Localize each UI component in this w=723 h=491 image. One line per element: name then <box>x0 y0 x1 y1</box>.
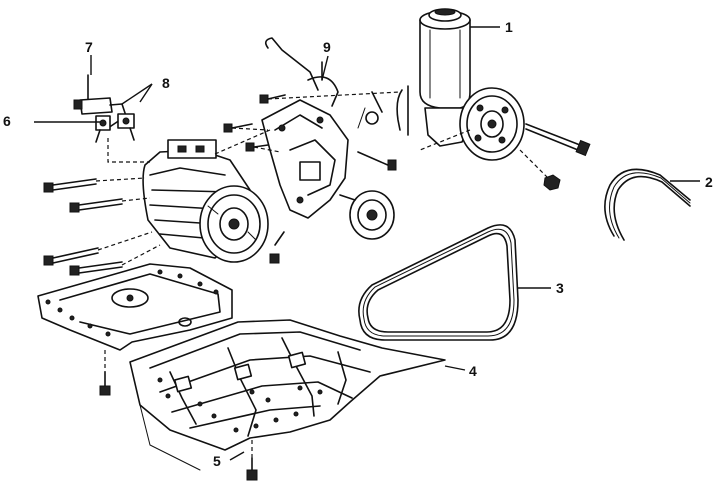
drive-belt <box>358 224 519 341</box>
callout-1: 1 <box>505 19 513 35</box>
callout-3: 3 <box>556 280 564 296</box>
mounting-bracket <box>261 37 397 264</box>
callout-7: 7 <box>85 39 93 55</box>
callout-5: 5 <box>213 453 221 469</box>
ac-compressor <box>142 139 269 263</box>
leader-lines <box>34 26 700 461</box>
power-steering-belt <box>604 168 691 241</box>
upper-shield <box>37 263 233 351</box>
power-steering-pump <box>396 8 591 191</box>
callout-2: 2 <box>705 174 713 190</box>
callout-4: 4 <box>469 363 477 379</box>
hose-bracket <box>73 74 150 163</box>
callout-8: 8 <box>162 75 170 91</box>
compressor-bolts <box>43 91 401 276</box>
callout-labels: 1 2 3 4 5 6 7 8 9 <box>3 19 713 469</box>
callout-6: 6 <box>3 113 11 129</box>
lower-shield <box>129 319 446 471</box>
callout-9: 9 <box>323 39 331 55</box>
shield-screws <box>99 350 258 481</box>
